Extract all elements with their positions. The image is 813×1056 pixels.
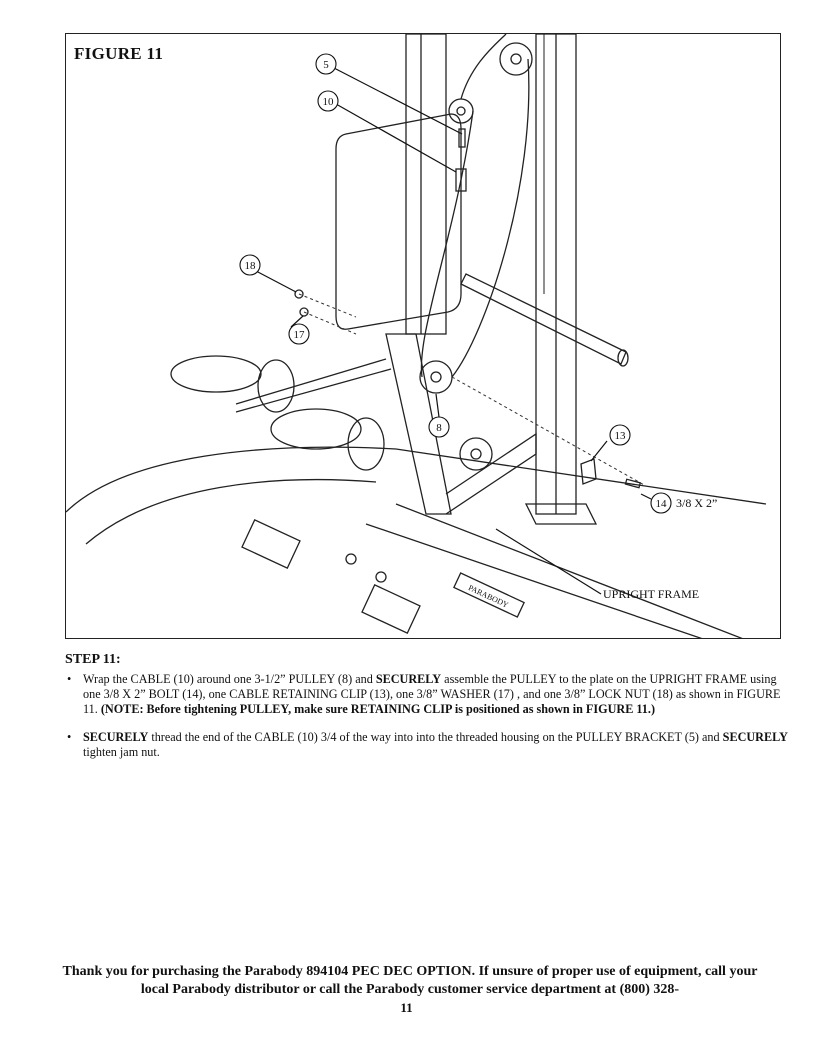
callout-5: 5 (323, 59, 329, 71)
pulley-bracket-pulley (448, 98, 474, 124)
instruction-text: Wrap the CABLE (10) around one 3-1/2” PU… (83, 672, 376, 686)
seat-pad (335, 113, 462, 330)
instruction-text: assemble the PULLEY to the plate on the … (83, 672, 781, 716)
instruction-text: tighten jam nut. (83, 745, 160, 759)
emphasis-text: SECURELY (722, 730, 788, 744)
cable-10 (460, 34, 507, 100)
upright-base-plate (524, 503, 598, 525)
callout-17: 17 (294, 329, 306, 341)
footer-thank-you: Thank you for purchasing the Parabody 89… (62, 964, 758, 997)
callout-13: 13 (615, 430, 627, 442)
callout-10: 10 (323, 96, 335, 108)
base-frame-inner (85, 478, 377, 545)
instruction-text: thread the end of the CABLE (10) 3/4 of … (148, 730, 723, 744)
emphasis-text: SECURELY (83, 730, 149, 744)
callout-18: 18 (245, 260, 257, 272)
callout-14: 14 (656, 498, 668, 510)
page-number: 11 (400, 1000, 413, 1015)
washer-17 (299, 307, 309, 317)
note-text: (NOTE: Before tightening PULLEY, make su… (100, 702, 655, 716)
instruction-item: Wrap the CABLE (10) around one 3-1/2” PU… (65, 672, 795, 717)
leg-roller-left (170, 355, 262, 393)
retaining-clip (580, 458, 597, 485)
assembly-illustration: 5 10 18 17 8 13 14 3/8 X 2” UPRIGHT FRAM… (66, 34, 767, 638)
base-frame-outer (66, 446, 767, 513)
figure-title: FIGURE 11 (74, 44, 164, 63)
foot-pad-right (361, 583, 421, 635)
foot-pad-left (241, 518, 301, 570)
instruction-item: SECURELY thread the end of the CABLE (10… (65, 730, 795, 760)
base-frame-rail (395, 503, 743, 638)
pulley-bracket-5 (458, 128, 466, 148)
figure-11-panel: FIGURE 11 (65, 33, 781, 639)
leg-roller-right (270, 408, 362, 450)
upright-front-post (405, 34, 447, 335)
nut-18 (294, 289, 304, 299)
bolt-14 (624, 478, 642, 489)
brand-plate-frame (453, 572, 525, 618)
base-frame-rail-2 (365, 523, 703, 638)
step-heading: STEP 11: (65, 652, 121, 667)
pulley-lower (459, 437, 493, 471)
bolt-size-label: 3/8 X 2” (676, 496, 717, 510)
lower-arm (385, 333, 452, 515)
pulley-top (499, 42, 533, 76)
upright-frame-label: UPRIGHT FRAME (603, 587, 699, 601)
callout-8: 8 (436, 422, 442, 434)
step-instructions: Wrap the CABLE (10) around one 3-1/2” PU… (65, 672, 795, 773)
emphasis-text: SECURELY (375, 672, 442, 686)
